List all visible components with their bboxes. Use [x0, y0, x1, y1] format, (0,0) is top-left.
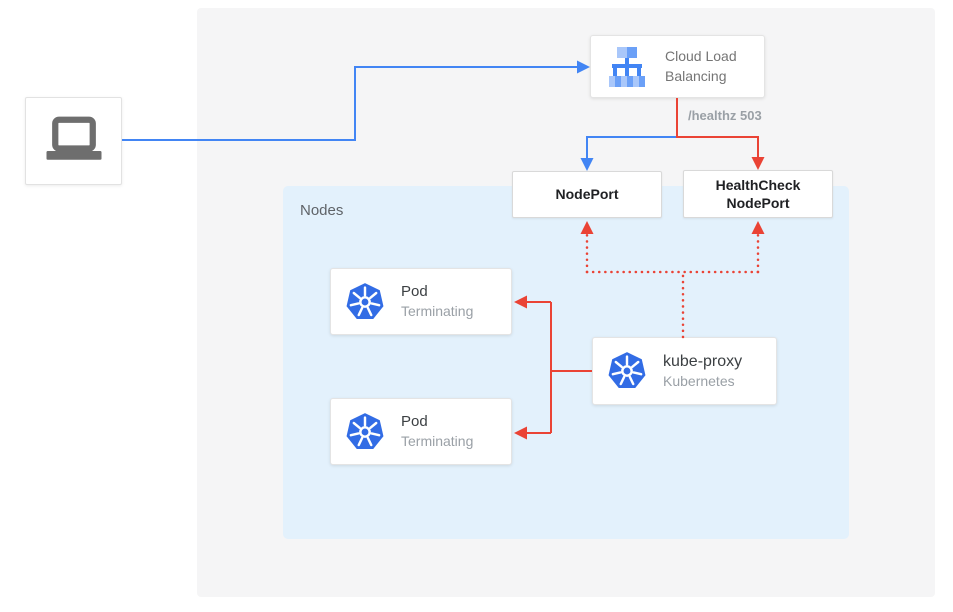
kube-proxy-node: kube-proxy Kubernetes [592, 337, 777, 405]
healthcheck-nodeport-label: HealthCheck NodePort [715, 176, 801, 211]
healthcheck-nodeport-box: HealthCheck NodePort [683, 170, 833, 218]
cloud-load-balancing-icon [603, 45, 651, 89]
cloud-load-balancing-node: Cloud Load Balancing [590, 35, 765, 98]
pod-1-node: Pod Terminating [330, 268, 512, 335]
nodeport-box: NodePort [512, 171, 662, 218]
kube-proxy-subtitle: Kubernetes [663, 373, 735, 390]
nodes-group-label: Nodes [300, 202, 344, 219]
client-node [25, 97, 122, 185]
pod-2-node: Pod Terminating [330, 398, 512, 465]
kubernetes-icon [606, 350, 648, 392]
pod-2-status: Terminating [401, 433, 474, 450]
pod-1-status: Terminating [401, 303, 474, 320]
pod-1-title: Pod [401, 282, 428, 300]
nodeport-label: NodePort [555, 186, 619, 203]
pod-2-title: Pod [401, 412, 428, 430]
healthz-status-label: /healthz 503 [688, 108, 762, 123]
kubernetes-icon [344, 411, 386, 453]
laptop-icon [46, 116, 101, 160]
kubernetes-icon [344, 281, 386, 323]
cloud-load-balancing-label: Cloud Load Balancing [665, 47, 737, 84]
kube-proxy-title: kube-proxy [663, 352, 743, 370]
